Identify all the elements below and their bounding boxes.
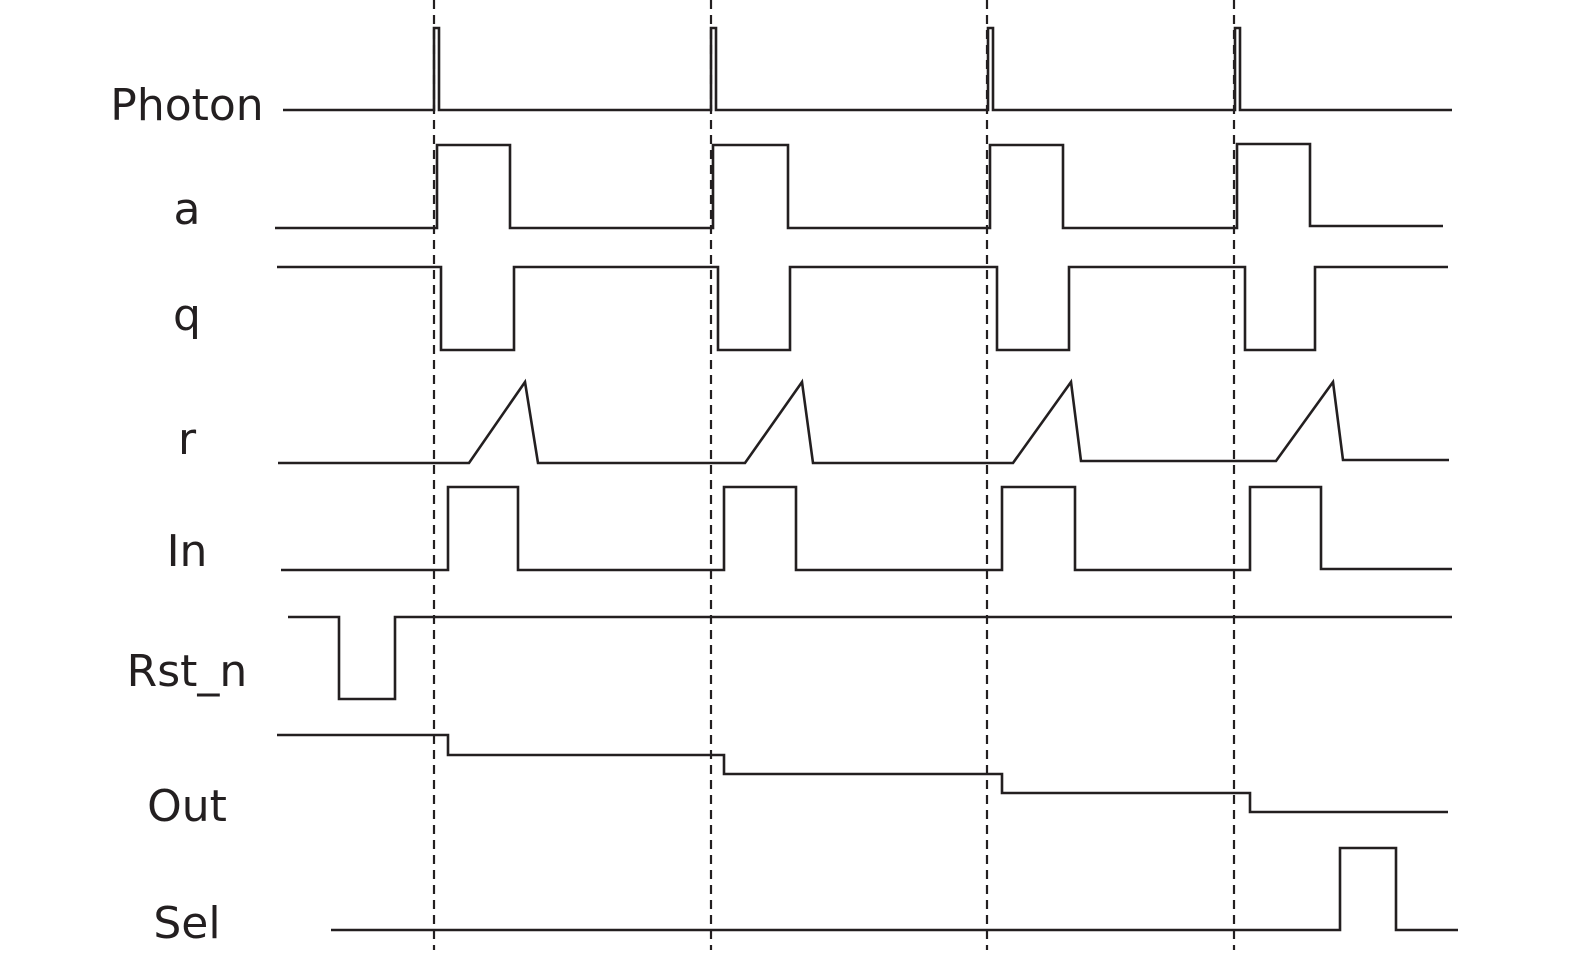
waveform-q	[277, 265, 1448, 352]
label-q: q	[173, 290, 201, 341]
waveforms	[275, 26, 1458, 932]
label-out: Out	[147, 781, 227, 832]
label-rst-n: Rst_n	[127, 646, 248, 697]
signal-labels: Photon a q r In Rst_n Out Sel	[110, 80, 263, 949]
label-a: a	[174, 184, 201, 235]
waveform-sel	[331, 846, 1458, 932]
waveform-r	[278, 378, 1449, 465]
waveform-photon	[283, 26, 1452, 112]
label-sel: Sel	[153, 898, 220, 949]
waveform-in	[281, 485, 1452, 572]
waveform-out	[277, 733, 1448, 814]
label-r: r	[178, 414, 197, 465]
waveform-a	[275, 142, 1443, 230]
label-photon: Photon	[110, 80, 263, 131]
waveform-rst-n	[288, 615, 1452, 701]
label-in: In	[167, 526, 208, 577]
event-guides	[432, 0, 1236, 950]
